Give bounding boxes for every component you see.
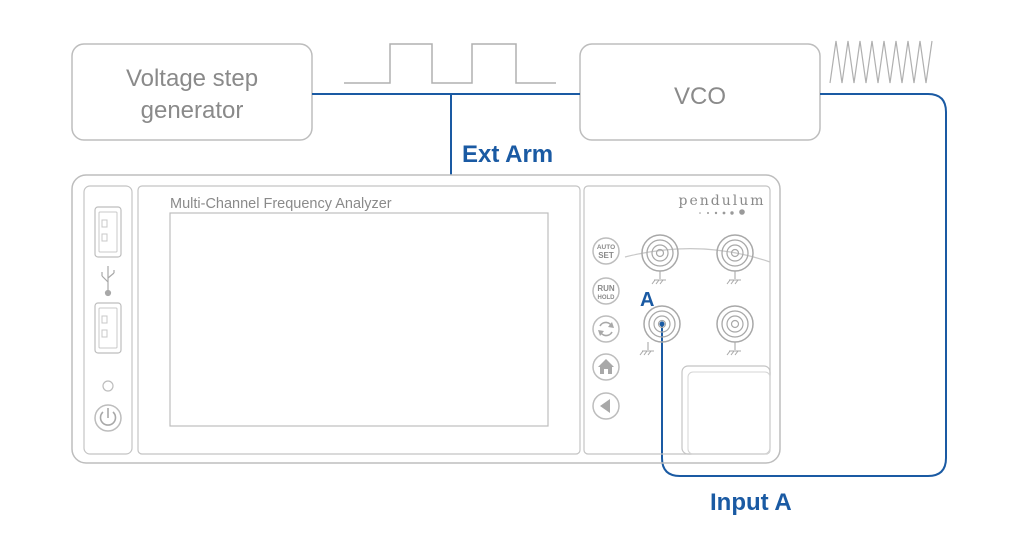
channel-a-label: A [640,289,654,311]
run-hold-label-line1: RUN [597,284,615,293]
auto-set-label-line1: AUTO [597,244,615,251]
auto-set-button[interactable]: AUTO SET [592,237,620,265]
usb-icon [101,266,115,297]
bnc-connector-bottom-right[interactable] [716,305,754,350]
usb-port-bottom[interactable] [94,302,122,354]
status-led [102,380,114,392]
triangle-waveform [829,40,933,84]
ground-icon [651,279,666,285]
back-icon[interactable] [592,392,620,420]
voltage-step-generator-box [71,43,313,141]
vco-box [579,43,821,141]
voltage-step-label-line2: generator [141,97,244,124]
power-icon[interactable] [94,404,122,432]
ground-icon [726,279,741,285]
usb-port-top[interactable] [94,206,122,258]
run-hold-label-line2: HOLD [598,295,616,301]
display-screen[interactable] [169,212,549,427]
input-a-label: Input A [710,489,792,516]
run-hold-button[interactable]: RUN HOLD [592,277,620,305]
ext-arm-label: Ext Arm [462,141,553,168]
bnc-connector-top-right[interactable] [716,234,754,279]
ground-icon [726,350,741,356]
step-waveform [344,43,556,84]
screen-bezel [137,185,581,455]
brand-logo: pendulum [678,193,765,209]
control-panel [583,185,771,455]
vco-label: VCO [674,83,726,110]
input-a-wire-terminal [659,321,665,327]
lower-right-module [681,365,771,455]
vco-to-input-a-wire [661,93,947,477]
refresh-icon[interactable] [592,315,620,343]
home-icon[interactable] [592,353,620,381]
brand-logo-dots [699,209,745,215]
left-panel [83,185,133,455]
bnc-connector-top-left[interactable] [641,234,679,279]
screen-title: Multi-Channel Frequency Analyzer [170,196,392,212]
ground-icon [639,350,654,356]
instrument-body [71,174,781,464]
voltage-step-label-line1: Voltage step [126,65,258,92]
lower-right-module-inner [687,371,771,455]
auto-set-label-line2: SET [598,251,614,260]
bnc-connector-input-a[interactable] [643,305,681,350]
